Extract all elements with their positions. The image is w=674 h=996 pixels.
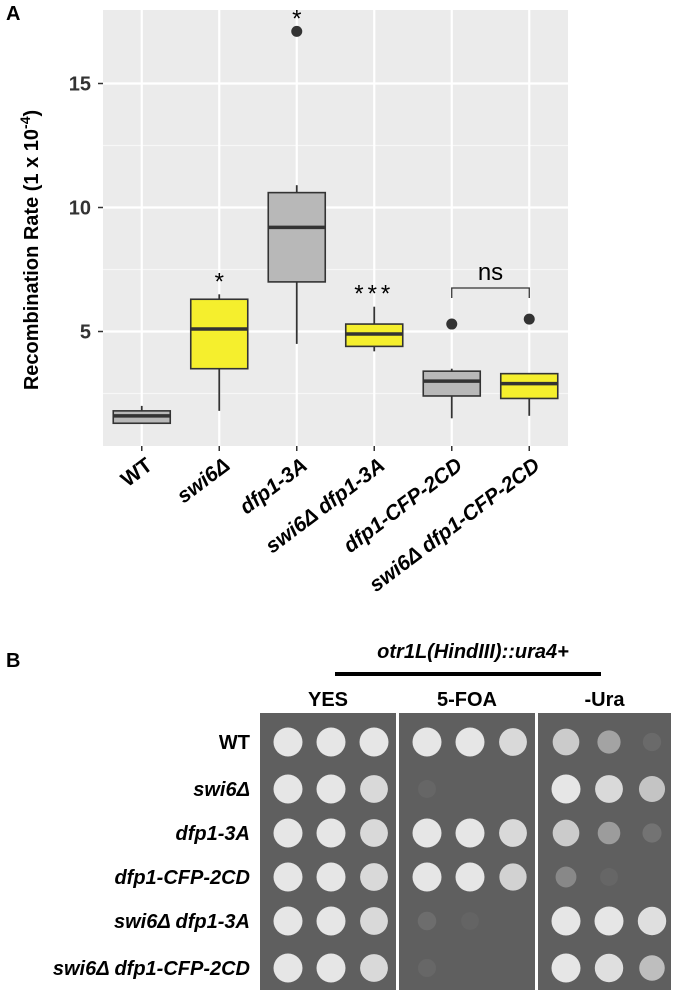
box-4 bbox=[422, 318, 482, 419]
colony-spot bbox=[412, 818, 442, 848]
colony-spot bbox=[594, 906, 624, 936]
colony-spot bbox=[316, 774, 346, 804]
y-tick-label: 15 bbox=[69, 74, 91, 96]
x-tick-label: swi6Δ bbox=[173, 454, 234, 508]
box-iqr bbox=[499, 372, 559, 400]
colony-spot bbox=[316, 906, 346, 936]
strain-label: swi6Δ dfp1-CFP-2CD bbox=[53, 958, 250, 980]
box-0 bbox=[112, 405, 172, 425]
plates bbox=[260, 713, 671, 990]
colony-spot bbox=[639, 955, 665, 981]
colony-spot bbox=[316, 727, 346, 757]
header-underline bbox=[335, 672, 601, 676]
y-tick-label: 10 bbox=[69, 198, 91, 220]
strain-label: dfp1-3A bbox=[176, 823, 250, 845]
strain-label: swi6Δ bbox=[193, 779, 250, 801]
y-tick-label: 5 bbox=[80, 322, 91, 344]
media-label: YES bbox=[308, 689, 348, 711]
media-label: -Ura bbox=[584, 689, 625, 711]
colony-spot bbox=[642, 823, 662, 843]
box-1 bbox=[189, 294, 249, 411]
media-labels: YES 5-FOA -Ura bbox=[308, 689, 625, 711]
spot-assay-panel: otr1L(HindIII)::ura4+ YES 5-FOA -Ura WTswi… bbox=[53, 641, 671, 990]
colony-spot bbox=[316, 953, 346, 983]
outlier-point bbox=[523, 313, 535, 325]
colony-spot bbox=[499, 728, 527, 756]
plot-background bbox=[103, 10, 568, 446]
significance-label: * bbox=[215, 268, 224, 295]
panel-b-letter: B bbox=[6, 650, 20, 672]
colony-spot bbox=[642, 732, 662, 752]
colony-spot bbox=[597, 821, 621, 845]
significance-label: * bbox=[292, 5, 301, 32]
colony-spot bbox=[360, 954, 388, 982]
significance-label: *** bbox=[354, 281, 394, 308]
strain-label: swi6Δ dfp1-3A bbox=[114, 911, 250, 933]
colony-spot bbox=[595, 775, 623, 803]
outlier-point bbox=[291, 25, 303, 37]
colony-spot bbox=[273, 953, 303, 983]
colony-spot bbox=[417, 911, 437, 931]
colony-spot bbox=[412, 727, 442, 757]
colony-spot bbox=[360, 907, 388, 935]
colony-spot bbox=[455, 818, 485, 848]
colony-spot bbox=[273, 818, 303, 848]
colony-spot bbox=[316, 862, 346, 892]
colony-spot bbox=[273, 862, 303, 892]
colony-spot bbox=[359, 727, 389, 757]
colony-spot bbox=[461, 912, 479, 930]
box-3 bbox=[344, 306, 404, 352]
colony-spot bbox=[273, 727, 303, 757]
colony-spot bbox=[638, 775, 666, 803]
box-2 bbox=[267, 25, 327, 344]
strain-label: WT bbox=[219, 732, 250, 754]
media-label: 5-FOA bbox=[437, 689, 497, 711]
strain-labels: WT swi6Δ dfp1-3A dfp1-CFP-2CD swi6Δ dfp1-3A s… bbox=[53, 732, 250, 980]
plate-0 bbox=[260, 713, 396, 990]
colony-spot bbox=[455, 727, 485, 757]
colony-spot bbox=[418, 780, 436, 798]
box-iqr bbox=[189, 298, 249, 370]
colony-spot bbox=[637, 906, 667, 936]
colony-spot bbox=[360, 863, 388, 891]
colony-spot bbox=[551, 953, 581, 983]
y-axis-label: Recombination Rate (1 x 10-4) bbox=[17, 110, 43, 390]
colony-spot bbox=[594, 953, 624, 983]
significance-annotations: *****ns bbox=[215, 5, 530, 308]
colony-spot bbox=[455, 862, 485, 892]
colony-spot bbox=[499, 863, 527, 891]
plate-1 bbox=[399, 713, 535, 990]
colony-spot bbox=[360, 819, 388, 847]
strain-label: dfp1-CFP-2CD bbox=[114, 867, 250, 889]
colony-spot bbox=[555, 866, 577, 888]
colony-spot bbox=[551, 906, 581, 936]
colony-spot bbox=[597, 730, 621, 754]
colony-spot bbox=[551, 774, 581, 804]
colony-spot bbox=[316, 818, 346, 848]
colony-spot bbox=[273, 774, 303, 804]
colony-spot bbox=[417, 958, 437, 978]
y-ticks: 5 10 15 bbox=[69, 74, 103, 344]
outlier-point bbox=[446, 318, 458, 330]
x-tick-label: WT bbox=[117, 454, 157, 492]
box-iqr bbox=[422, 370, 482, 397]
colony-spot bbox=[552, 819, 580, 847]
colony-spot bbox=[552, 728, 580, 756]
box-iqr bbox=[267, 191, 327, 283]
box-5 bbox=[499, 313, 559, 416]
colony-spot bbox=[412, 862, 442, 892]
ns-label: ns bbox=[478, 259, 503, 286]
panel-a-letter: A bbox=[6, 3, 20, 25]
colony-spot bbox=[499, 819, 527, 847]
plate-2 bbox=[538, 713, 671, 990]
boxes bbox=[112, 25, 559, 425]
colony-spot bbox=[600, 868, 618, 886]
colony-spot bbox=[273, 906, 303, 936]
colony-spot bbox=[360, 775, 388, 803]
ns-bracket bbox=[451, 287, 530, 298]
spot-assay-header: otr1L(HindIII)::ura4+ bbox=[377, 641, 569, 663]
